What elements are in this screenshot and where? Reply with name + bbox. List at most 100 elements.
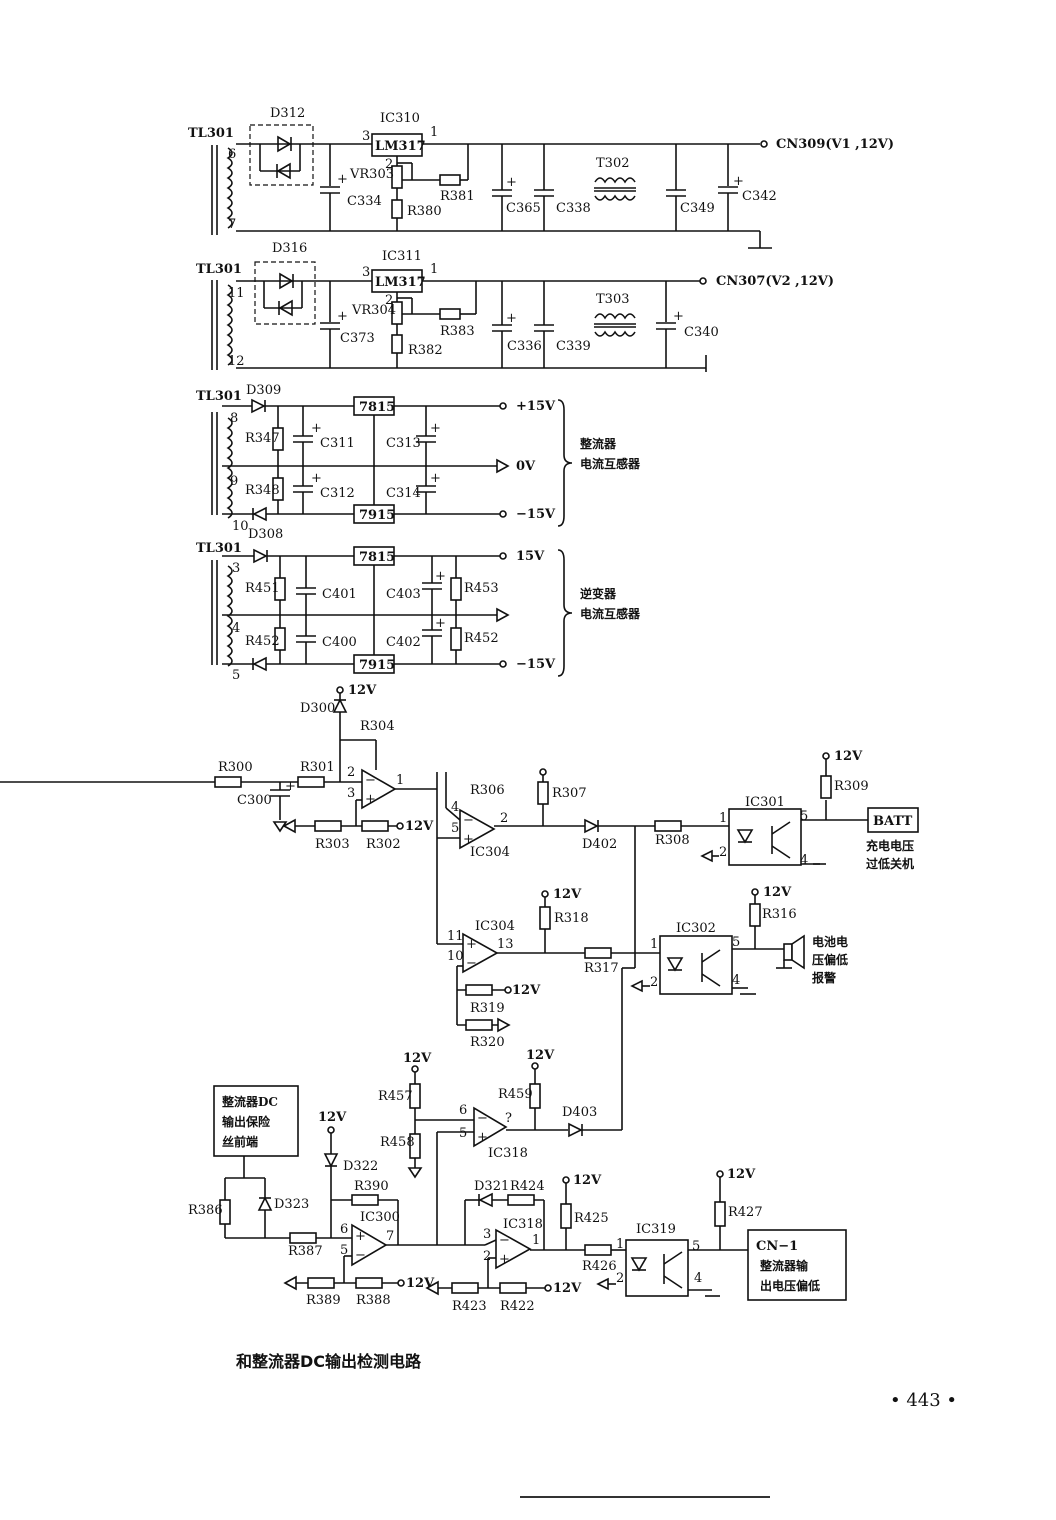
supply-terminal [327, 1126, 335, 1134]
svg-text:R300: R300 [218, 760, 253, 775]
svg-text:VR303: VR303 [349, 167, 394, 182]
cn1-output-box [747, 1229, 847, 1301]
svg-text:D300: D300 [300, 701, 335, 716]
svg-text:3: 3 [347, 786, 355, 801]
svg-text:R388: R388 [356, 1293, 391, 1308]
svg-text:12V: 12V [553, 1281, 582, 1296]
transformer-coil [226, 417, 233, 519]
svg-text:C349: C349 [680, 201, 715, 216]
supply-terminal [541, 890, 549, 898]
svg-text:D323: D323 [274, 1197, 309, 1212]
svg-text:12V: 12V [405, 819, 434, 834]
svg-text:IC304: IC304 [470, 845, 510, 860]
svg-text:R309: R309 [834, 779, 869, 794]
svg-text:3: 3 [483, 1227, 491, 1242]
svg-text:R457: R457 [378, 1089, 413, 1104]
svg-text:C311: C311 [320, 436, 355, 451]
batt-terminal [867, 807, 919, 833]
svg-text:C338: C338 [556, 201, 591, 216]
svg-text:报警: 报警 [812, 970, 836, 985]
svg-text:2: 2 [500, 811, 508, 826]
svg-text:+: + [477, 1130, 488, 1145]
arrow-icon [596, 1277, 609, 1291]
svg-text:10: 10 [447, 949, 464, 964]
figure-caption: 和整流器DC输出检测电路 [236, 1352, 422, 1371]
svg-text:15V: 15V [516, 549, 545, 564]
svg-text:R423: R423 [452, 1299, 487, 1314]
svg-text:R306: R306 [470, 783, 505, 798]
svg-text:+: + [506, 311, 517, 326]
svg-text:7915: 7915 [359, 658, 395, 673]
svg-text:10: 10 [232, 519, 249, 534]
svg-text:R425: R425 [574, 1211, 609, 1226]
opamp-icon [361, 768, 397, 810]
svg-text:R381: R381 [440, 189, 475, 204]
svg-text:1: 1 [719, 811, 727, 826]
svg-text:+: + [365, 792, 376, 807]
svg-text:C400: C400 [322, 635, 357, 650]
svg-text:1: 1 [430, 262, 438, 277]
led-icon [630, 1257, 648, 1272]
svg-text:IC318: IC318 [503, 1217, 543, 1232]
svg-text:2: 2 [347, 765, 355, 780]
svg-text:+: + [337, 309, 348, 324]
diode-icon [332, 698, 348, 713]
transformer-coil [226, 284, 233, 366]
diode-icon [251, 398, 266, 414]
svg-text:R458: R458 [380, 1135, 415, 1150]
svg-text:IC304: IC304 [475, 919, 515, 934]
svg-text:−: − [365, 773, 376, 788]
svg-text:逆变器: 逆变器 [580, 586, 617, 601]
svg-text:R348: R348 [245, 483, 280, 498]
supply-terminal [531, 1062, 539, 1070]
footer-rule [520, 1496, 770, 1498]
dc-fuse-source-box [213, 1085, 299, 1157]
led-icon [666, 957, 684, 972]
svg-text:R459: R459 [498, 1087, 533, 1102]
svg-text:整流器: 整流器 [579, 436, 617, 451]
terminal-icon [699, 277, 707, 285]
svg-text:1: 1 [616, 1237, 624, 1252]
arrow-icon [283, 1275, 297, 1291]
svg-text:D308: D308 [248, 527, 283, 542]
optocoupler-ic301 [728, 808, 802, 866]
diode-icon [478, 1192, 493, 1208]
svg-text:12V: 12V [553, 887, 582, 902]
svg-text:D309: D309 [246, 383, 281, 398]
optocoupler-ic319 [625, 1239, 689, 1297]
svg-text:C312: C312 [320, 486, 355, 501]
svg-text:R318: R318 [554, 911, 589, 926]
transformer-coil [226, 565, 233, 667]
svg-text:1: 1 [430, 125, 438, 140]
diode-icon [252, 656, 267, 672]
svg-text:−: − [477, 1111, 488, 1126]
svg-text:IC300: IC300 [360, 1210, 400, 1225]
svg-text:R302: R302 [366, 837, 401, 852]
svg-text:C340: C340 [684, 325, 719, 340]
svg-text:R307: R307 [552, 786, 587, 801]
svg-text:R301: R301 [300, 760, 335, 775]
svg-text:+: + [430, 421, 441, 436]
svg-text:R382: R382 [408, 343, 443, 358]
svg-text:R424: R424 [510, 1179, 545, 1194]
svg-text:C403: C403 [386, 587, 421, 602]
svg-text:充电电压: 充电电压 [866, 838, 914, 853]
svg-text:R308: R308 [655, 833, 690, 848]
svg-text:+: + [435, 616, 446, 631]
supply-terminal [751, 888, 759, 896]
svg-text:D312: D312 [270, 106, 305, 121]
svg-text:R319: R319 [470, 1001, 505, 1016]
svg-text:+: + [435, 569, 446, 584]
svg-text:VR304: VR304 [351, 303, 396, 318]
terminal-icon [499, 552, 507, 560]
svg-text:电流互感器: 电流互感器 [580, 456, 641, 471]
svg-text:R426: R426 [582, 1259, 617, 1274]
svg-text:8: 8 [230, 411, 238, 426]
svg-text:CN−1: CN−1 [756, 1239, 798, 1254]
label-tl301: TL301 [188, 126, 234, 141]
svg-text:12V: 12V [318, 1110, 347, 1125]
svg-text:整流器输: 整流器输 [759, 1258, 809, 1273]
svg-text:−: − [466, 956, 477, 971]
terminal-icon [499, 660, 507, 668]
svg-text:D316: D316 [272, 241, 307, 256]
